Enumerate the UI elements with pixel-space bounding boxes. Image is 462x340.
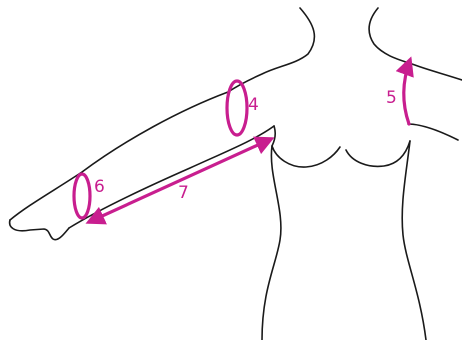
measurement-6-loop (74, 174, 90, 218)
right-neck-line (369, 8, 462, 80)
right-breast (346, 141, 410, 166)
measurement-5-arrow (404, 60, 410, 124)
left-neck-line (228, 8, 314, 92)
hand-outline (10, 220, 69, 240)
measurement-4-label: 4 (248, 95, 259, 115)
measurement-5-label: 5 (386, 88, 397, 108)
measurement-7-arrow (89, 139, 271, 222)
body-outline (10, 8, 462, 340)
measurement-6-label: 6 (94, 177, 105, 197)
left-torso-side (262, 146, 281, 340)
left-breast (272, 146, 340, 167)
right-torso-side (402, 141, 426, 340)
measurement-4-loop (227, 81, 247, 135)
armpit-line (272, 126, 275, 146)
measurement-7-label: 7 (178, 183, 189, 203)
right-shoulder-inner (408, 124, 458, 140)
